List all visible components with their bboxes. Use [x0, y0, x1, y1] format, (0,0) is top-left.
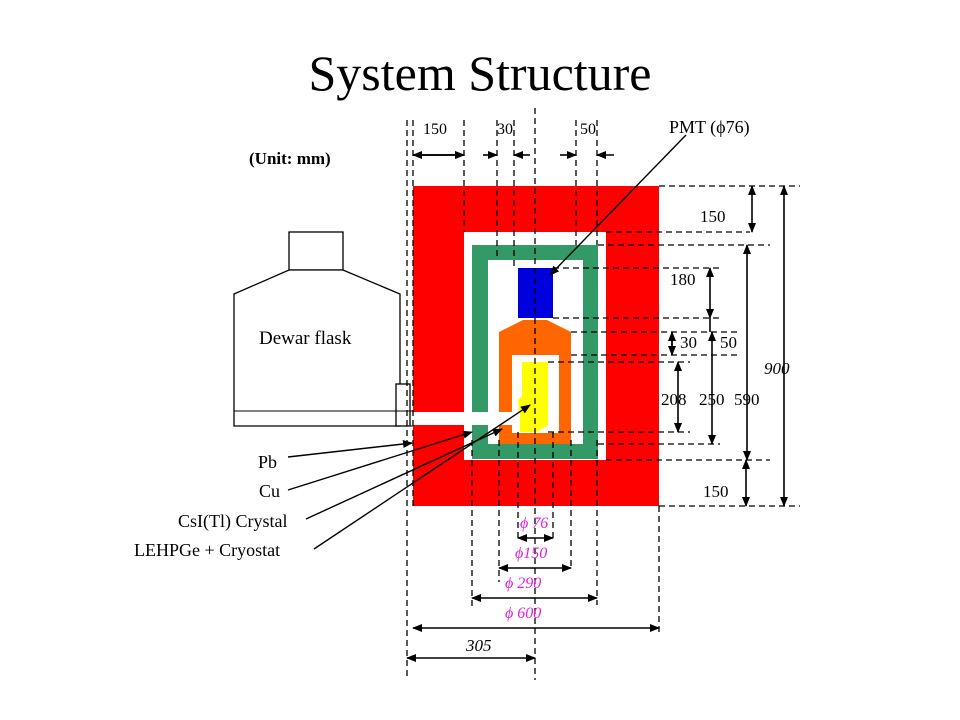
top-dimensions: 150 30 50: [412, 121, 614, 159]
horizontal-guides: [548, 185, 800, 507]
dim-bottom-d76: ϕ 76: [520, 515, 548, 532]
page-title: System Structure: [308, 45, 652, 101]
pmt-label: PMT (ϕ76): [669, 117, 750, 138]
dewar-label: Dewar flask: [259, 328, 352, 349]
label-cu: Cu: [259, 481, 280, 501]
dim-bottom-half: 305: [465, 636, 492, 655]
dim-right-gap: 30: [680, 333, 697, 352]
dim-bottom-d150: ϕ150: [515, 545, 547, 562]
label-csi: CsI(Tl) Crystal: [178, 511, 288, 532]
vertical-guides: [406, 108, 660, 680]
dim-right-ge: 208: [661, 390, 687, 409]
dim-top-side: 50: [580, 121, 596, 138]
dim-right-inner: 590: [734, 390, 760, 409]
label-pb: Pb: [258, 452, 277, 472]
cryostat-tube: [413, 412, 520, 425]
leader-lines: [287, 134, 687, 550]
bottom-dimensions: ϕ 76 ϕ150 ϕ 290 ϕ 600 305: [406, 515, 660, 662]
label-lehpge: LEHPGe + Cryostat: [134, 540, 280, 560]
dim-bottom-d290: ϕ 290: [505, 575, 541, 592]
dewar-flask: [233, 231, 414, 427]
germanium-detector: [518, 362, 548, 432]
unit-note: (Unit: mm): [249, 149, 331, 168]
dim-top-pb: 150: [423, 121, 447, 138]
dim-right-pmt: 180: [670, 270, 696, 289]
dim-right-csi-body: 250: [699, 390, 725, 409]
dim-right-total: 900: [764, 359, 790, 378]
right-dimensions: 150 180 30 50 208 250 590 900 150: [661, 185, 790, 507]
dim-top-gap: 30: [497, 121, 513, 138]
dim-right-csi-top: 50: [720, 333, 737, 352]
dim-bottom-d600: ϕ 600: [505, 605, 541, 622]
dim-right-bottom-pb: 150: [703, 482, 729, 501]
dim-right-top-pb: 150: [700, 207, 726, 226]
